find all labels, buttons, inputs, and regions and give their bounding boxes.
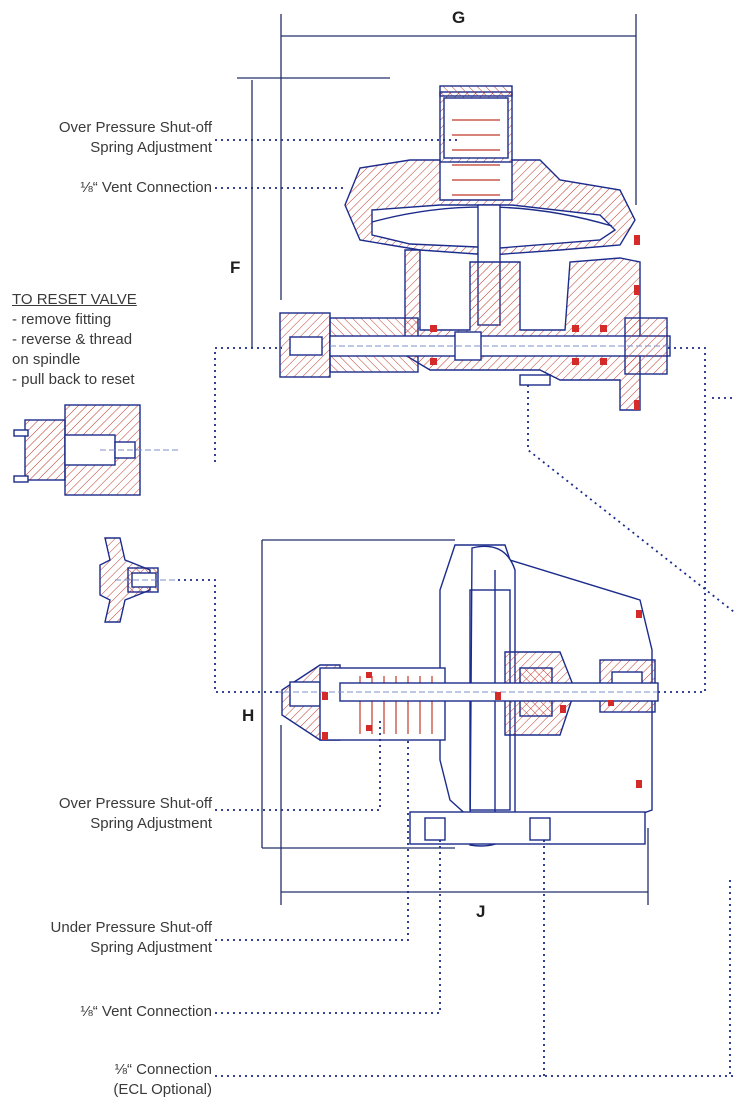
top-valve-body [279,85,671,411]
top-vent-label: ⅛“ Vent Connection [80,179,212,196]
top-op-spring-line2: Spring Adjustment [90,139,212,156]
leader-lines [178,139,734,1077]
top-op-spring-line1: Over Pressure Shut-off [58,119,212,136]
reset-note-line: - pull back to reset [12,371,135,388]
dimension-h-label: H [242,706,255,725]
reset-fitting-detail [13,404,180,496]
dimension-lines [237,14,649,905]
yoke-detail [99,537,175,623]
dimension-f-label: F [230,258,241,277]
dimension-j-label: J [476,902,486,921]
ecl-connection-line1: ⅛“ Connection [114,1061,212,1078]
bottom-op-spring-label: Over Pressure Shut-off Spring Adjustment [0,794,212,834]
reset-note: TO RESET VALVE - remove fitting - revers… [12,290,212,390]
ecl-connection-label: ⅛“ Connection (ECL Optional) [0,1060,212,1100]
dimension-g-label: G [452,8,466,27]
bottom-up-spring-line2: Spring Adjustment [90,939,212,956]
bottom-up-spring-line1: Under Pressure Shut-off [50,919,212,936]
bottom-op-spring-line2: Spring Adjustment [90,815,212,832]
reset-note-line: on spindle [12,351,81,368]
bottom-valve-body [275,544,660,847]
bottom-up-spring-label: Under Pressure Shut-off Spring Adjustmen… [0,918,212,958]
reset-note-line: - remove fitting [12,311,112,328]
reset-note-line: - reverse & thread [12,331,133,348]
top-op-spring-label: Over Pressure Shut-off Spring Adjustment [0,118,212,158]
reset-note-title: TO RESET VALVE [12,291,137,308]
bottom-op-spring-line1: Over Pressure Shut-off [58,795,212,812]
ecl-connection-line2: (ECL Optional) [113,1081,212,1098]
bottom-vent-label: ⅛“ Vent Connection [80,1003,212,1020]
